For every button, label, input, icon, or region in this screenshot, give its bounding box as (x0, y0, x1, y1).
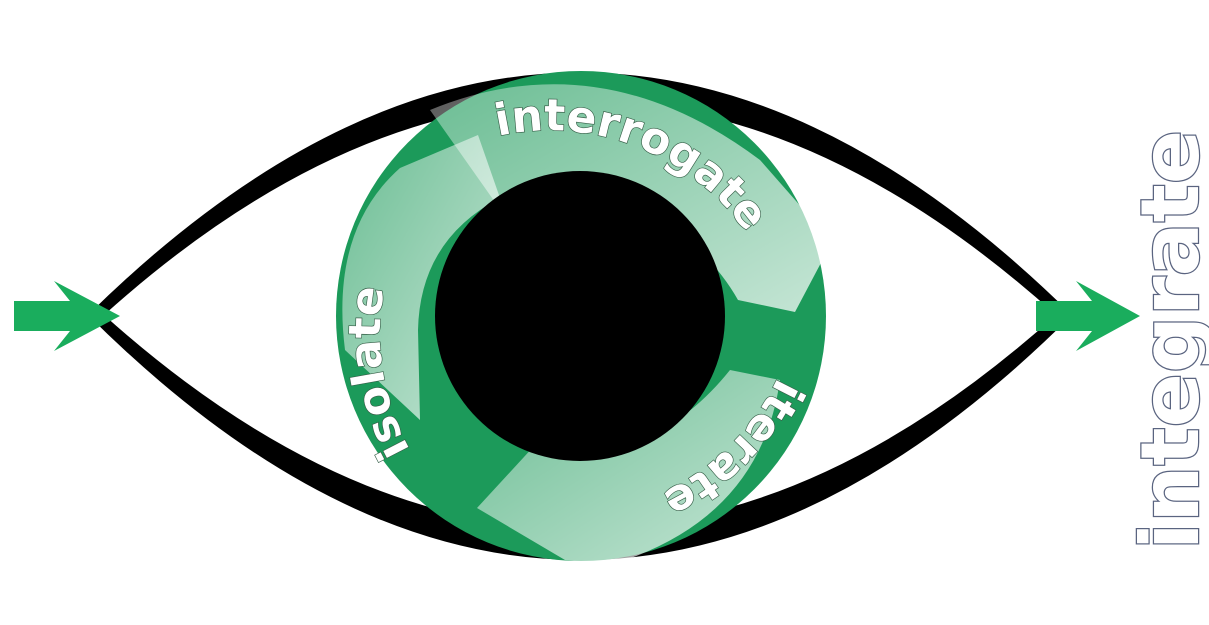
right-arrow-icon (14, 281, 120, 351)
label-integrate: integrate (1124, 130, 1209, 550)
pupil (435, 171, 725, 461)
